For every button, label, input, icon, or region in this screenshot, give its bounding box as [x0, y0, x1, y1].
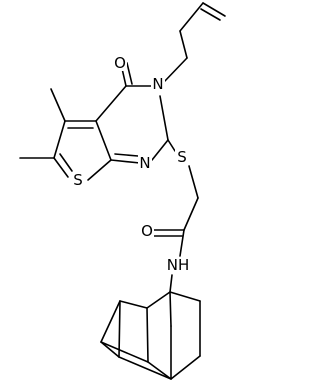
label-bg-oxygen-amide: [140, 223, 154, 239]
atom-oxygen-carbonyl: O: [114, 54, 126, 72]
bond-c4-c4a: [95, 85, 127, 122]
label-bg-nitrogen-ring: [151, 76, 165, 92]
bond-c5-c6: [53, 120, 66, 159]
bond-c6-s-double-b: [59, 153, 73, 172]
label-bg-sulfur-linker: [175, 149, 189, 165]
bond-allyl-to-n: [162, 57, 188, 84]
bond-adam-c1-c2: [146, 291, 171, 309]
bond-adam-c11-c4: [100, 341, 120, 358]
bond-adam-c1-c7: [169, 291, 201, 302]
bond-nh-adamantyl: [169, 274, 173, 293]
bond-adam-c3-c11: [118, 300, 121, 358]
bond-adam-c2-c3: [119, 300, 148, 309]
atom-oxygen-amide: O: [141, 222, 153, 240]
bond-n1-c2: [151, 139, 169, 161]
bond-adam-c8-c6: [170, 355, 201, 380]
label-bg-nitrogen-amide: [166, 257, 192, 273]
atom-labels: O N N S S O NH: [71, 54, 192, 274]
label-bg-nitrogen-pyrimidine: [138, 155, 152, 171]
bond-adam-c5-c6: [147, 361, 172, 380]
bond-ch2-carbonyl: [183, 197, 199, 231]
label-bg-oxygen-carbonyl: [113, 55, 127, 71]
bond-adam-c4-c5: [100, 341, 149, 363]
bond-allyl-chain-1: [179, 2, 204, 32]
bond-allyl-chain-2: [179, 30, 188, 59]
atom-sulfur-linker: S: [177, 148, 187, 166]
label-bg-sulfur-thiophene: [71, 172, 85, 188]
atom-nitrogen-pyrimidine: N: [139, 154, 150, 172]
bond-c7a-n1-double-a: [110, 159, 141, 164]
bond-adam-c2-c5: [146, 307, 149, 363]
atom-nitrogen-amide: NH: [167, 256, 190, 274]
bond-c2-n3: [159, 95, 169, 141]
bond-c2-s: [167, 139, 176, 152]
bond-s-c7a: [87, 159, 112, 181]
bond-c7a-n1-double-b: [114, 153, 139, 157]
bond-c5-methyl: [50, 88, 66, 122]
bond-allyl-terminal-double-b: [200, 8, 221, 21]
bond-adam-c1-c9: [169, 291, 172, 327]
bond-adam-c3-c4: [100, 300, 121, 343]
molecule-structure: O N N S S O NH: [19, 2, 226, 380]
bonds: [19, 2, 226, 380]
bond-allyl-terminal-double-a: [202, 2, 226, 17]
bond-adam-c11-c6: [118, 356, 172, 380]
bond-c4-o-double-b: [126, 62, 133, 85]
atom-sulfur-thiophene: S: [73, 171, 83, 189]
bond-carbonyl-nh: [179, 229, 185, 257]
bond-s-ch2: [188, 165, 199, 199]
bond-c4a-c7a: [95, 120, 112, 161]
bond-c6-s-double-a: [53, 157, 69, 178]
atom-nitrogen-ring: N: [152, 75, 163, 93]
